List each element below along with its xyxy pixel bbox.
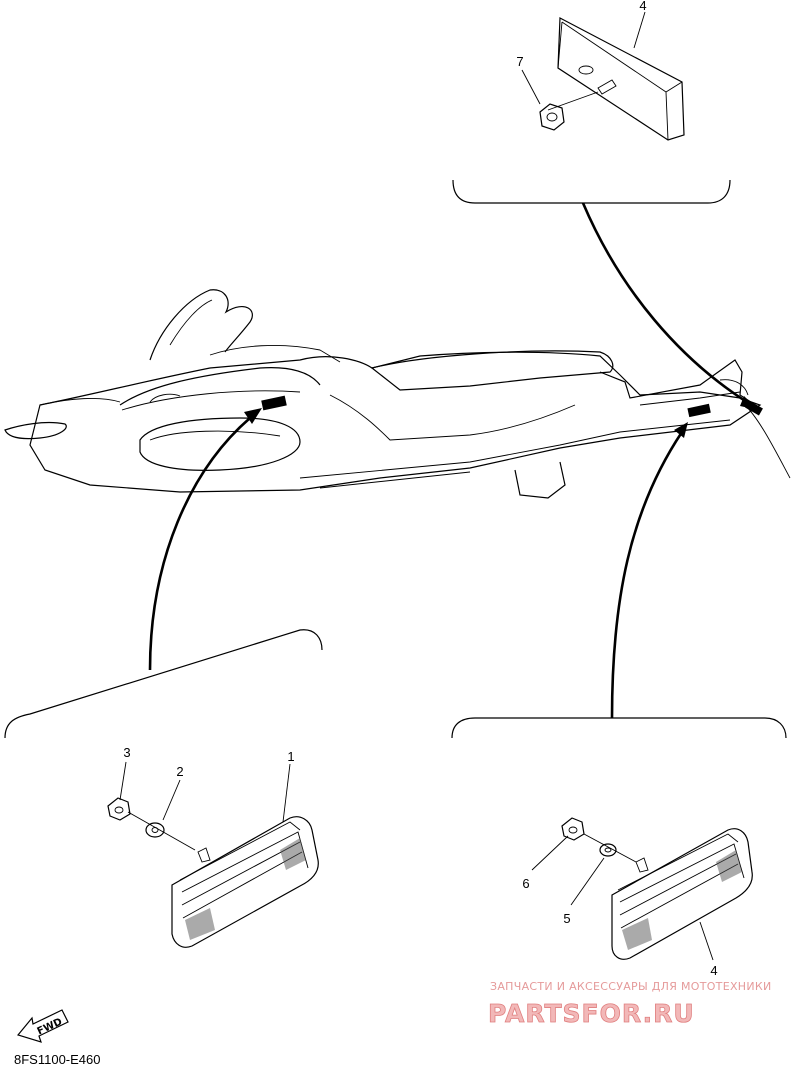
watermark-tagline: ЗАПЧАСТИ И АКСЕССУАРЫ ДЛЯ МОТОТЕХНИКИ (490, 980, 772, 993)
callout-5: 5 (563, 911, 570, 926)
fwd-arrow-icon: FWD (16, 1009, 69, 1043)
callout-7: 7 (516, 54, 523, 69)
callout-4-top: 4 (639, 0, 646, 13)
fwd-label: FWD (36, 1016, 64, 1037)
flange-nut-7 (539, 103, 565, 131)
callout-leaders (119, 11, 714, 961)
reflector-hatch-left (185, 838, 306, 940)
snowmobile-outline (4, 289, 791, 499)
callout-4-bottom: 4 (710, 963, 717, 978)
callout-1: 1 (287, 749, 294, 764)
watermark: ЗАПЧАСТИ И АКСЕССУАРЫ ДЛЯ МОТОТЕХНИКИ PA… (488, 980, 772, 1028)
diagram-code: 8FS1100-E460 (14, 1052, 101, 1067)
washer-5 (599, 843, 617, 857)
flange-nut-3 (107, 797, 131, 821)
watermark-brand: PARTSFOR.RU (488, 999, 695, 1028)
assembly-axis-left (127, 811, 196, 851)
callout-2: 2 (176, 764, 183, 779)
reflector-assembly-right (611, 828, 753, 960)
washer-2 (145, 822, 165, 838)
reflector-mark-front (261, 395, 287, 411)
detail-frame-bottom-right (451, 717, 787, 739)
reflector-assembly-left (171, 816, 319, 948)
detail-frame-top (452, 179, 731, 204)
assembly-axis-right (583, 833, 637, 863)
reflector-hatch-right (622, 850, 742, 950)
flange-nut-6 (561, 817, 585, 841)
leader-lines (148, 202, 758, 719)
reflector-plate-top (547, 17, 685, 141)
detail-frame-bottom-left (4, 629, 323, 739)
reflector-mark-rear (687, 403, 711, 418)
callout-3: 3 (123, 745, 130, 760)
callout-6: 6 (522, 876, 529, 891)
